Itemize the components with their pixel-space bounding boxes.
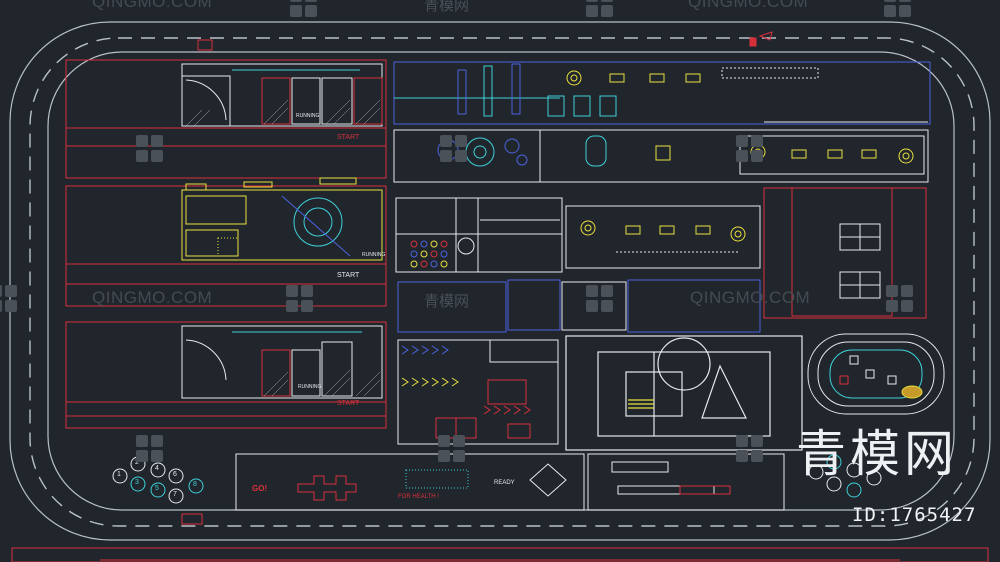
label-running-bottom: RUNNING	[298, 384, 322, 390]
label-for-health: FOR HEALTH !	[398, 494, 439, 500]
brand-name: 青模网	[796, 425, 958, 483]
hopscotch-number: 2	[135, 459, 139, 466]
hopscotch-number: 5	[155, 485, 159, 492]
label-start-top: START	[337, 134, 360, 141]
hopscotch-number: 3	[135, 479, 139, 486]
label-start-middle: START	[337, 272, 360, 279]
watermark-logo-icon	[0, 285, 18, 313]
label-running-top: RUNNING	[296, 113, 320, 119]
mini-stadium	[807, 333, 945, 415]
hopscotch-number: 1	[117, 471, 121, 478]
watermark-logo-icon	[586, 0, 614, 18]
hopscotch-circles	[112, 454, 882, 504]
watermark-logo-icon	[136, 435, 164, 463]
hopscotch-number: 8	[193, 481, 197, 488]
label-start-bottom: START	[337, 400, 360, 407]
watermark-text: QINGMO.COM	[92, 288, 213, 307]
watermark-logo-icon	[290, 0, 318, 18]
label-running-middle: RUNNING	[362, 252, 386, 258]
bottom-row	[11, 453, 989, 562]
upper-middle-blocks	[393, 61, 931, 183]
arrow-panel	[397, 339, 559, 445]
watermark-logo-icon	[438, 435, 466, 463]
watermark-logo-icon	[286, 285, 314, 313]
track-markers	[181, 31, 773, 525]
yellow-dot-grid	[217, 237, 239, 257]
label-go: GO!	[252, 484, 268, 493]
watermark-text: QINGMO.COM	[690, 288, 811, 307]
watermark-logo-icon	[736, 135, 764, 163]
watermark-text: QINGMO.COM	[688, 0, 809, 11]
watermark-logo-icon	[736, 435, 764, 463]
watermark-text: QINGMO.COM	[92, 0, 213, 11]
watermark-logo-icon	[440, 135, 468, 163]
watermark-logo-icon	[136, 135, 164, 163]
hopscotch-number: 7	[173, 491, 177, 498]
label-ready: READY	[494, 480, 515, 486]
watermark-text: 青模网	[424, 292, 470, 310]
left-field-blocks	[65, 59, 387, 429]
watermark-logo-icon	[884, 0, 912, 18]
central-panels	[395, 187, 927, 333]
watermark-logo-icon	[886, 285, 914, 313]
watermark-logo-icon	[586, 285, 614, 313]
hatching	[185, 99, 381, 397]
central-court	[565, 335, 803, 451]
document-id: ID:1765427	[852, 504, 977, 526]
watermark-text: 青模网	[424, 0, 470, 14]
hopscotch-number: 4	[155, 465, 159, 472]
hopscotch-number: 6	[173, 471, 177, 478]
dot-grid	[410, 237, 475, 268]
